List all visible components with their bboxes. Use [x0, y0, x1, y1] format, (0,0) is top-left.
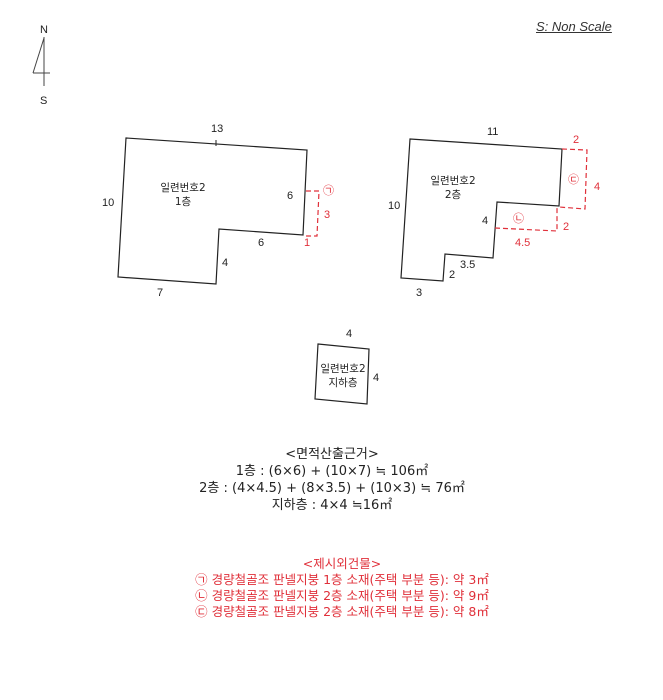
room-label-basement-line1: 일련번호2: [320, 362, 365, 375]
room-label-floor2-line1: 일련번호2: [430, 174, 475, 187]
excluded-buildings-title: <제시외건물>: [302, 556, 382, 571]
annex-a-marker: ㉠: [323, 184, 334, 197]
dim-annex-c-height: 4: [594, 181, 600, 193]
dim-annex-a-width: 1: [304, 237, 310, 249]
building-floor2: 11 10 3 2 3.5 4 일련번호2 2층 ㉡ 4.5 2 ㉢ 2 4: [388, 126, 600, 299]
area-calculation-line: 지하층 : 4×4 ≒16㎡: [271, 498, 393, 513]
dim-basement-right: 4: [373, 372, 379, 384]
dim-floor2-left: 10: [388, 200, 400, 212]
dim-annex-b-width: 4.5: [515, 237, 530, 249]
dim-basement-top: 4: [346, 328, 352, 340]
dim-floor1-inner-horizontal: 6: [258, 237, 264, 249]
dim-floor2-step1-vertical: 2: [449, 269, 455, 281]
dim-floor1-bottom: 7: [157, 287, 163, 299]
north-arrow-icon: N S: [32, 24, 50, 107]
excluded-building-item: ㉡ 경량철골조 판넬지붕 2층 소재(주택 부분 등): 약 9㎡: [195, 588, 489, 603]
building-basement: 4 4 일련번호2 지하층: [314, 328, 379, 405]
annex-a: ㉠ 3 1: [303, 184, 334, 249]
room-label-floor2-line2: 2층: [445, 189, 462, 201]
room-label-floor1-line1: 일련번호2: [160, 181, 205, 194]
annex-c-marker: ㉢: [568, 173, 579, 186]
room-label-basement-line2: 지하층: [329, 376, 358, 389]
dim-annex-b-height: 2: [563, 221, 569, 233]
dim-floor2-bottom: 3: [416, 287, 422, 299]
dim-floor1-top: 13: [211, 123, 223, 135]
compass-south-label: S: [40, 95, 47, 107]
dim-floor2-top: 11: [487, 126, 498, 138]
area-calculation: <면적산출근거> 1층 : (6×6) + (10×7) ≒ 106㎡ 2층 :…: [0, 446, 663, 514]
excluded-building-item: ㉠ 경량철골조 판넬지붕 1층 소재(주택 부분 등): 약 3㎡: [195, 572, 489, 587]
excluded-buildings: <제시외건물> ㉠ 경량철골조 판넬지붕 1층 소재(주택 부분 등): 약 3…: [0, 556, 663, 620]
area-calculation-line: 1층 : (6×6) + (10×7) ≒ 106㎡: [235, 464, 429, 479]
scale-note: S: Non Scale: [536, 19, 612, 34]
compass-north-label: N: [40, 24, 48, 36]
annex-b: ㉡ 4.5 2: [494, 207, 569, 249]
dim-floor1-right: 6: [287, 190, 293, 202]
dim-floor1-inner-vertical: 4: [222, 257, 228, 269]
area-calculation-line: 2층 : (4×4.5) + (8×3.5) + (10×3) ≒ 76㎡: [199, 481, 465, 496]
building-floor1: 13 10 7 4 6 6 일련번호2 1층 ㉠ 3 1: [102, 123, 334, 299]
annex-c: ㉢ 2 4: [558, 134, 600, 210]
annex-b-marker: ㉡: [513, 212, 524, 225]
dim-floor2-step1-horizontal: 3.5: [460, 259, 475, 271]
area-calculation-title: <면적산출근거>: [285, 447, 379, 462]
room-label-floor1-line2: 1층: [175, 196, 192, 208]
dim-annex-a-height: 3: [324, 209, 330, 221]
dim-floor2-step2-vertical: 4: [482, 215, 488, 227]
dim-floor1-left: 10: [102, 197, 114, 209]
dim-annex-c-width: 2: [573, 134, 579, 146]
excluded-building-item: ㉢ 경량철골조 판넬지붕 2층 소재(주택 부분 등): 약 8㎡: [195, 604, 489, 619]
